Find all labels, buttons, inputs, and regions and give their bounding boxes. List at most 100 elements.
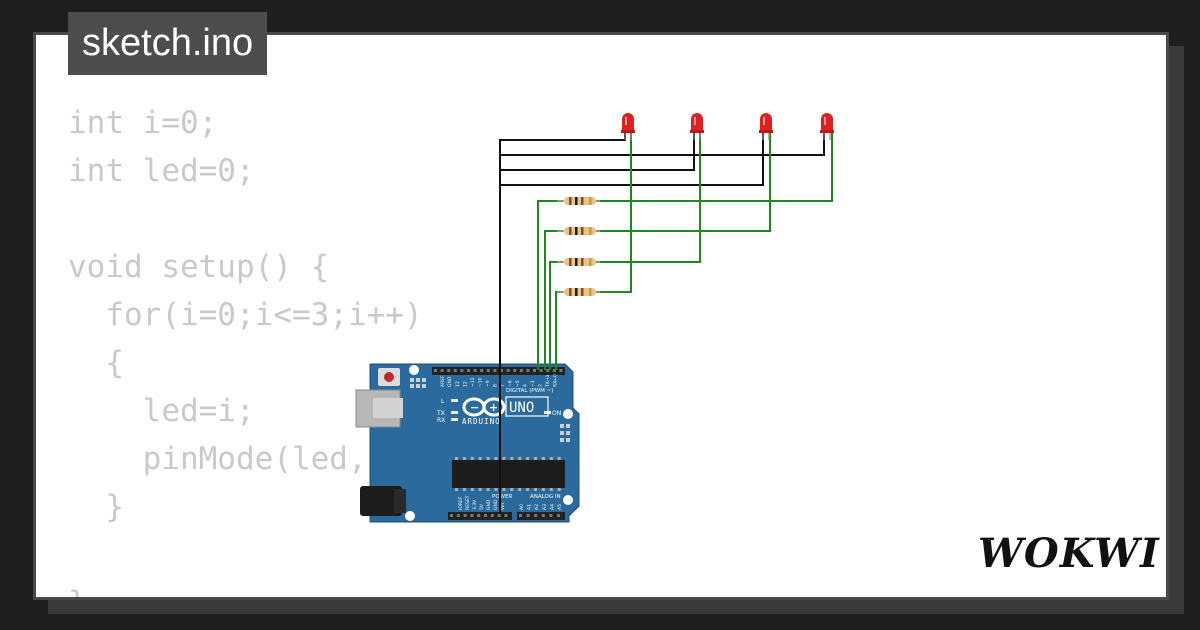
header-pin[interactable] (486, 369, 490, 372)
digital-pin-label: ~5 (515, 380, 521, 387)
analog-pin-label: A1 (527, 504, 533, 510)
header-pin[interactable] (467, 369, 470, 372)
digital-pin-label: ~11 (470, 377, 476, 387)
code-line: { (68, 345, 124, 381)
header-pin[interactable] (470, 514, 474, 517)
digital-pin-header[interactable] (432, 367, 565, 375)
label-gnd-top: GND (447, 376, 453, 387)
atmega-chip (452, 460, 565, 488)
header-pin[interactable] (500, 369, 503, 372)
header-pin[interactable] (447, 369, 451, 372)
code-line: int led=0; (68, 153, 255, 189)
svg-text:+: + (489, 401, 498, 414)
label-l: L (441, 398, 445, 405)
header-pin[interactable] (463, 514, 467, 517)
digital-pin-label: 12 (463, 381, 469, 387)
digital-pin-label: 2 (538, 384, 544, 387)
label-tx: TX (436, 410, 445, 417)
board-maker-label: ARDUINO (462, 417, 501, 426)
power-pin-label: GND (486, 499, 492, 510)
analog-pin-header[interactable] (517, 512, 565, 520)
led[interactable] (690, 113, 704, 140)
analog-header-label: ANALOG IN (530, 494, 561, 500)
digital-pin-label: ~6 (508, 380, 514, 387)
power-pin-label: Vin (500, 503, 506, 510)
header-pin[interactable] (559, 369, 563, 372)
header-pin[interactable] (493, 369, 497, 372)
digital-pin-label: 8 (493, 384, 499, 387)
code-line: } (68, 489, 124, 525)
header-pin[interactable] (534, 514, 538, 517)
reset-button[interactable] (384, 372, 394, 382)
resistor[interactable] (557, 258, 600, 266)
header-pin[interactable] (490, 514, 494, 517)
digital-pin-label: 7 (500, 384, 506, 387)
power-pin-label: IOREF (458, 496, 464, 510)
resistor[interactable] (557, 288, 600, 296)
code-line: void setup() { (68, 249, 330, 285)
header-pin[interactable] (513, 369, 517, 372)
header-pin[interactable] (533, 369, 536, 372)
digital-pin-label: ~10 (478, 377, 484, 387)
header-pin[interactable] (549, 514, 553, 517)
header-pin[interactable] (519, 514, 522, 517)
board-model-label: UNO (509, 400, 534, 416)
header-pin[interactable] (497, 514, 501, 517)
file-tab-title[interactable]: sketch.ino (68, 12, 268, 75)
led[interactable] (759, 113, 773, 140)
header-pin[interactable] (539, 369, 543, 372)
code-preview: int i=0;int led=0;void setup() { for(i=0… (68, 99, 423, 597)
analog-pin-label: A0 (519, 504, 525, 510)
header-pin[interactable] (480, 369, 484, 372)
led[interactable] (621, 113, 635, 140)
header-pin[interactable] (450, 514, 453, 517)
code-line: int i=0; (68, 105, 218, 141)
led-l-indicator (451, 399, 458, 402)
power-pin-label: 5V (479, 503, 485, 510)
header-pin[interactable] (473, 369, 477, 372)
header-pin[interactable] (519, 369, 523, 372)
digital-pin-label: 13 (455, 381, 461, 387)
header-pin[interactable] (506, 369, 510, 372)
header-pin[interactable] (552, 369, 556, 372)
header-pin[interactable] (526, 369, 530, 372)
arduino-uno-board[interactable]: − + UNO ARDUINO DIGITAL (PWM ~) POWER AN… (355, 363, 580, 523)
digital-pin-label: TX→1 (545, 374, 551, 388)
header-pin[interactable] (526, 514, 530, 517)
digital-pin-label: 4 (523, 384, 529, 387)
svg-text:−: − (470, 401, 479, 414)
header-pin[interactable] (460, 369, 464, 372)
header-pin[interactable] (477, 514, 481, 517)
header-pin[interactable] (440, 369, 444, 372)
power-pin-label: GND (493, 499, 499, 510)
header-pin[interactable] (546, 369, 550, 372)
label-on: ON (552, 410, 561, 417)
digital-pin-label: RX←0 (553, 374, 559, 387)
signal-wires[interactable] (537, 131, 833, 370)
resistor[interactable] (557, 227, 600, 235)
header-pin[interactable] (456, 514, 460, 517)
led[interactable] (820, 113, 834, 140)
digital-header-label: DIGITAL (PWM ~) (506, 388, 553, 394)
digital-pin-label: ~3 (530, 380, 536, 387)
wokwi-logo-text: WOKWI (978, 530, 1160, 577)
power-pin-label: 3.3V (472, 499, 478, 510)
header-pin[interactable] (453, 369, 457, 372)
code-line: } (68, 579, 423, 597)
header-pin[interactable] (541, 514, 545, 517)
analog-pin-label: A5 (557, 504, 563, 510)
power-header-label: POWER (492, 494, 513, 500)
header-pin[interactable] (484, 514, 487, 517)
resistor[interactable] (557, 197, 600, 205)
arduino-logo-icon (462, 397, 506, 417)
wokwi-logo: WOKWI (978, 530, 1160, 577)
code-line: pinMode(led, (68, 441, 367, 477)
header-pin[interactable] (557, 514, 560, 517)
code-line: led=i; (68, 393, 255, 429)
label-aref: AREF (440, 375, 446, 387)
digital-pin-label: ~9 (485, 380, 491, 387)
header-pin[interactable] (434, 369, 437, 372)
preview-card: int i=0;int led=0;void setup() { for(i=0… (33, 32, 1169, 600)
header-pin[interactable] (504, 514, 508, 517)
